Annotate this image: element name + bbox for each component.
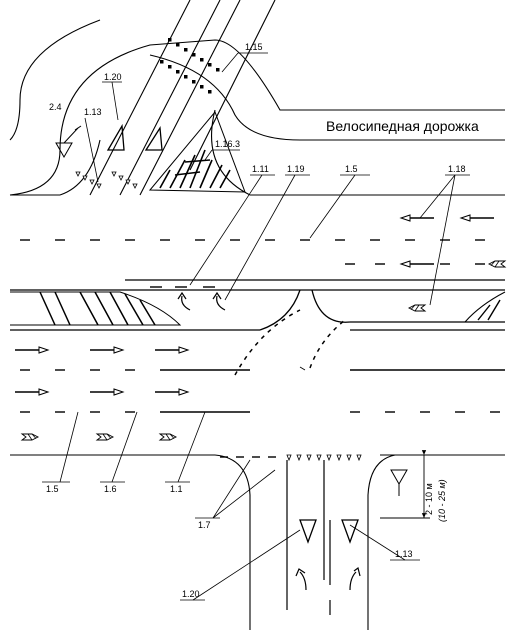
yield-sign-2-4 xyxy=(55,125,82,159)
yield-sign-2-4-bottom xyxy=(390,469,408,496)
dimension-alt: (10 - 25 м) xyxy=(437,479,447,522)
label-1-7: 1.7 xyxy=(198,520,211,530)
bike-path-text: Велосипедная дорожка xyxy=(326,118,479,134)
lane-arrows-hatched-bottom xyxy=(21,433,177,441)
turn-arrows-median xyxy=(177,291,226,311)
diagonal-road xyxy=(89,0,276,196)
lane-arrows-hatched-top xyxy=(408,260,506,312)
label-1-20-bottom: 1.20 xyxy=(182,589,200,599)
yield-line-1-13-bottom xyxy=(286,454,362,462)
dimension-main: 2 - 10 м xyxy=(424,483,434,515)
label-1-5-top: 1.5 xyxy=(345,164,358,174)
label-1-11: 1.11 xyxy=(252,164,269,174)
hatched-median-right xyxy=(463,291,506,323)
label-1-13-top: 1.13 xyxy=(84,107,102,117)
dimension-labels: 2 - 10 м (10 - 25 м) xyxy=(424,479,447,522)
bike-path-label: Велосипедная дорожка xyxy=(326,118,479,134)
yield-triangle-marking-top xyxy=(106,123,163,151)
label-1-15: 1.15 xyxy=(245,42,263,52)
label-1-13-bottom: 1.13 xyxy=(395,549,413,559)
bike-crossing-marking-1-15 xyxy=(160,38,220,94)
guide-line-1-7 xyxy=(234,309,346,376)
label-1-16-3: 1.16.3 xyxy=(215,139,240,149)
label-1-6: 1.6 xyxy=(104,484,117,494)
label-1-1: 1.1 xyxy=(170,484,183,494)
marking-labels: 1.15 1.20 2.4 1.13 1.16.3 1.11 1.19 1.5 … xyxy=(46,42,466,599)
road-edges xyxy=(9,19,505,630)
dimension-lines xyxy=(380,450,430,519)
label-1-18: 1.18 xyxy=(448,164,466,174)
label-1-19: 1.19 xyxy=(287,164,305,174)
hatched-island-1-16-3 xyxy=(148,111,246,193)
label-1-5-bottom: 1.5 xyxy=(46,484,59,494)
label-2-4: 2.4 xyxy=(49,102,62,112)
lane-arrows-right xyxy=(14,346,189,396)
yield-triangle-marking-bottom xyxy=(299,519,359,544)
leader-lines xyxy=(42,52,470,601)
lane-arrows-left xyxy=(400,214,495,268)
lane-line-1-5-bottom xyxy=(20,369,505,413)
side-road-lines xyxy=(286,460,331,615)
turn-arrows-bottom xyxy=(295,566,361,591)
yield-line-1-13-top xyxy=(75,171,138,189)
hatched-median-left xyxy=(10,291,182,326)
median-lines xyxy=(10,279,505,331)
label-1-20-top: 1.20 xyxy=(104,72,122,82)
